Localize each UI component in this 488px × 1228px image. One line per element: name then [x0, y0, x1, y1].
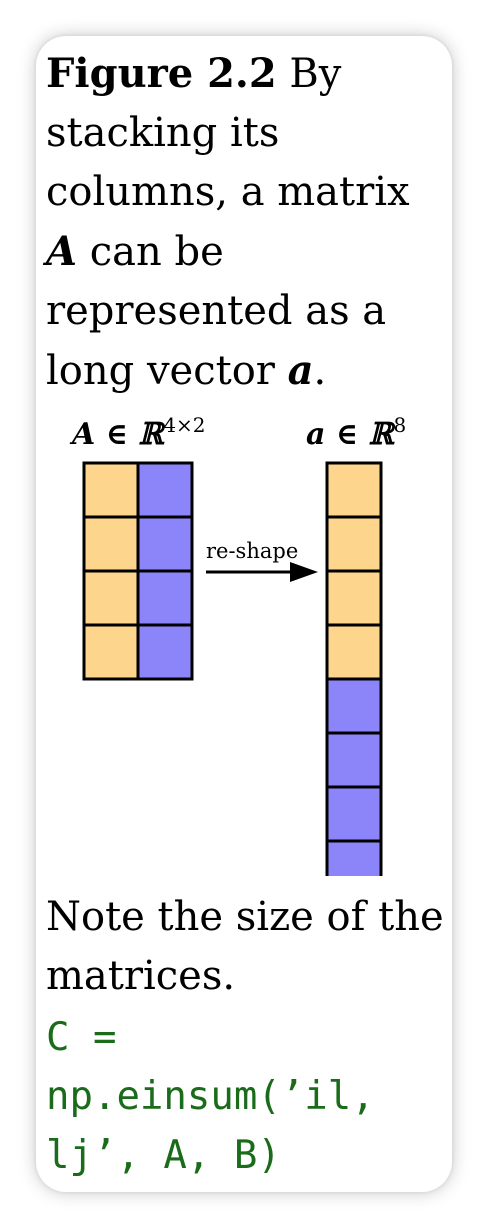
matrix-symbol: A	[46, 228, 78, 275]
caption-text-3: .	[313, 348, 327, 394]
code-line-2: np.einsum(’il,	[46, 1074, 375, 1119]
vector-label-base: a ∈ ℝ	[306, 417, 397, 452]
reshape-diagram: A ∈ ℝ4×2 a ∈ ℝ8 re-shape	[69, 413, 406, 876]
caption-text-2: can be represented as a long vector	[46, 229, 387, 394]
matrix-cell-r4-c1	[82, 623, 140, 681]
vector-cell-4	[325, 623, 383, 681]
note-text: Note the size of the matrices.	[46, 894, 444, 999]
code-line-3: lj’, A, B)	[46, 1133, 281, 1178]
figure-number: Figure 2.2	[46, 50, 277, 97]
vector-column	[325, 461, 383, 876]
code-snippet: C = np.einsum(’il, lj’, A, B)	[46, 1008, 450, 1185]
vector-cell-7	[325, 785, 383, 843]
caption-text-1: By stacking its columns, a matrix	[46, 51, 410, 215]
figure-caption: Figure 2.2 By stacking its columns, a ma…	[46, 44, 450, 401]
matrix-label: A ∈ ℝ4×2	[69, 413, 206, 452]
reshape-arrow-label: re-shape	[206, 539, 298, 563]
vector-cell-6	[325, 731, 383, 789]
vector-cell-2	[325, 515, 383, 573]
matrix-cell-r1-c1	[82, 461, 140, 519]
matrix-cell-r2-c1	[82, 515, 140, 573]
vector-cell-8	[325, 839, 383, 876]
matrix-cell-r3-c1	[82, 569, 140, 627]
vector-label-exponent: 8	[393, 413, 406, 437]
vector-symbol: a	[287, 347, 314, 394]
matrix-grid	[82, 461, 194, 681]
vector-cell-5	[325, 677, 383, 735]
reshape-arrow-head	[290, 562, 318, 582]
matrix-cell-r1-c2	[136, 461, 194, 519]
matrix-cell-r2-c2	[136, 515, 194, 573]
matrix-label-exponent: 4×2	[163, 413, 205, 437]
code-line-1: C =	[46, 1015, 117, 1060]
matrix-cell-r4-c2	[136, 623, 194, 681]
matrix-cell-r3-c2	[136, 569, 194, 627]
figure-card: Figure 2.2 By stacking its columns, a ma…	[36, 36, 452, 1192]
vector-cell-1	[325, 461, 383, 519]
matrix-label-base: A ∈ ℝ	[69, 417, 166, 452]
vector-cell-3	[325, 569, 383, 627]
vector-label: a ∈ ℝ8	[306, 413, 406, 452]
